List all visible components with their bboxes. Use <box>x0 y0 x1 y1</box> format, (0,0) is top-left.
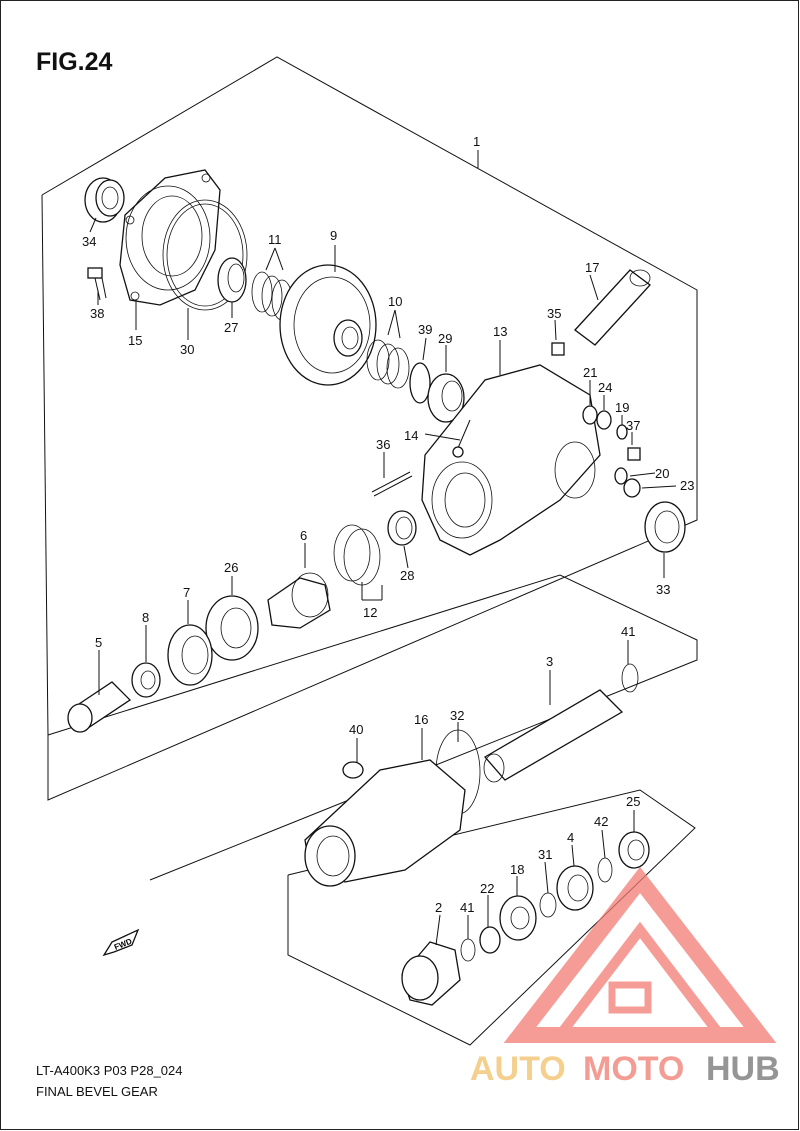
callout-13: 13 <box>493 324 507 339</box>
assembly-outline-lower <box>47 574 698 881</box>
leader-lines <box>89 150 677 946</box>
callout-36: 36 <box>376 437 390 452</box>
part-33-oil-seal <box>644 501 686 553</box>
part-34-oil-seal <box>84 177 125 223</box>
part-25-bearing <box>618 831 650 869</box>
part-8-spacer <box>131 662 161 698</box>
figure-title: FIG.24 <box>36 48 113 76</box>
callout-37: 37 <box>626 418 640 433</box>
callout-22: 22 <box>480 881 494 896</box>
watermark-logo-icon <box>503 866 777 1043</box>
watermark-brand-moto: MOTO <box>583 1050 684 1088</box>
callout-14: 14 <box>404 428 418 443</box>
part-9-ring-gear <box>279 264 377 386</box>
part-20-washer <box>614 467 628 485</box>
callout-32: 32 <box>450 708 464 723</box>
callout-2: 2 <box>435 900 442 915</box>
part-38-bolt <box>87 267 107 301</box>
part-15-cover-plate <box>119 169 221 306</box>
part-40-nut <box>342 761 364 779</box>
part-3-shaft <box>483 689 624 783</box>
callout-24: 24 <box>598 380 612 395</box>
part-16-housing <box>304 759 466 887</box>
part-24-plug <box>596 410 612 430</box>
callout-8: 8 <box>142 610 149 625</box>
assembly-outline-bottom <box>287 789 696 1046</box>
part-4-bearing <box>556 865 594 911</box>
part-18-retainer <box>499 895 537 941</box>
part-23-plug <box>623 478 641 498</box>
watermark-brand-hub: HUB <box>706 1050 780 1088</box>
part-14-breather <box>452 419 471 458</box>
callout-31: 31 <box>538 847 552 862</box>
callout-10: 10 <box>388 294 402 309</box>
callout-11: 11 <box>268 232 282 247</box>
callout-6: 6 <box>300 528 307 543</box>
callout-19: 19 <box>615 400 629 415</box>
callout-4: 4 <box>567 830 574 845</box>
part-21-washer <box>582 405 598 425</box>
part-37-bolt <box>627 447 641 461</box>
callout-39: 39 <box>418 322 432 337</box>
watermark-brand-auto: AUTO <box>470 1050 566 1088</box>
part-26-bearing <box>205 595 259 661</box>
callout-40: 40 <box>349 722 363 737</box>
callout-26: 26 <box>224 560 238 575</box>
part-10-shims <box>366 339 410 389</box>
part-39-spacer <box>409 362 431 404</box>
part-29-bearing <box>427 373 465 423</box>
callout-18: 18 <box>510 862 524 877</box>
callout-33: 33 <box>656 582 670 597</box>
callout-23: 23 <box>680 478 694 493</box>
callout-41-lower: 41 <box>460 900 474 915</box>
callout-25: 25 <box>626 794 640 809</box>
part-17-boot <box>574 269 651 346</box>
callout-20: 20 <box>655 466 669 481</box>
part-6-pinion-gear <box>267 572 331 629</box>
callout-41-upper: 41 <box>621 624 635 639</box>
callout-17: 17 <box>585 260 599 275</box>
callout-42: 42 <box>594 814 608 829</box>
part-41-circlip-upper <box>621 663 639 693</box>
part-36-stud <box>371 471 413 497</box>
callout-29: 29 <box>438 331 452 346</box>
figure-caption: FINAL BEVEL GEAR <box>36 1084 158 1099</box>
part-22-spacer <box>479 926 501 954</box>
part-13-housing <box>421 364 601 556</box>
callout-28: 28 <box>400 568 414 583</box>
callout-labels: 1 2 3 4 5 6 7 8 9 10 11 12 13 14 15 16 1… <box>82 134 694 915</box>
part-30-o-ring <box>162 199 248 311</box>
callout-21: 21 <box>583 365 597 380</box>
callout-27: 27 <box>224 320 238 335</box>
callout-30: 30 <box>180 342 194 357</box>
callout-38: 38 <box>90 306 104 321</box>
callout-35: 35 <box>547 306 561 321</box>
callout-16: 16 <box>414 712 428 727</box>
part-35-clamp <box>551 342 565 356</box>
callout-5: 5 <box>95 635 102 650</box>
part-7-bearing <box>167 624 213 686</box>
part-5-sleeve <box>67 681 132 733</box>
callout-12: 12 <box>363 605 377 620</box>
callout-9: 9 <box>330 228 337 243</box>
part-2-coupling <box>401 941 461 1006</box>
callout-15: 15 <box>128 333 142 348</box>
part-28-needle-bearing <box>387 510 417 546</box>
callout-34: 34 <box>82 234 96 249</box>
callout-7: 7 <box>183 585 190 600</box>
callout-1: 1 <box>473 134 480 149</box>
callout-3: 3 <box>546 654 553 669</box>
model-code: LT-A400K3 P03 P28_024 <box>36 1063 183 1078</box>
